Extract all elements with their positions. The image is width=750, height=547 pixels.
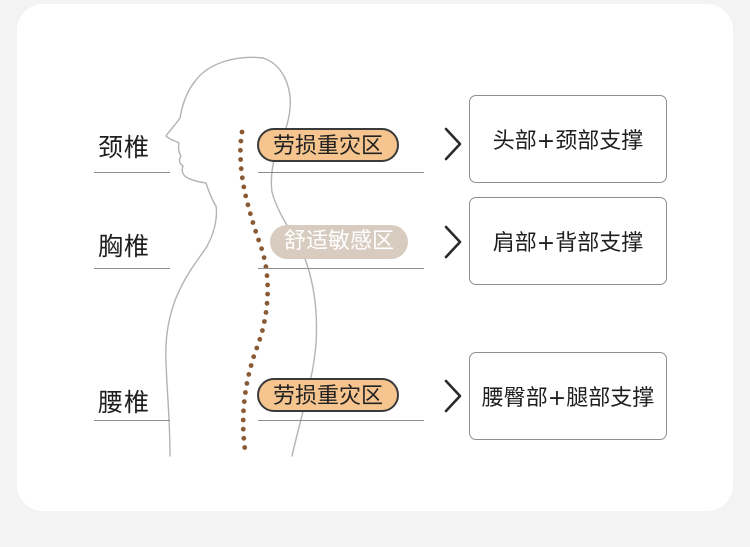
spine-dot: [241, 435, 247, 441]
spine-dot: [241, 408, 246, 414]
spine-dot: [248, 363, 254, 368]
spine-dot: [241, 184, 247, 190]
spine-dot: [253, 228, 259, 234]
chevron-right-icon: [444, 379, 462, 413]
spine-dot: [238, 138, 244, 144]
spine-dot: [244, 381, 250, 386]
support-box-waist-leg: 腰臀部+腿部支撑: [469, 352, 667, 440]
spine-dot: [238, 157, 244, 162]
spine-dot: [263, 310, 269, 315]
spine-dot: [263, 264, 269, 269]
spine-dot: [250, 220, 256, 225]
support-box-shoulder-back: 肩部+背部支撑: [469, 197, 667, 285]
spine-dot: [243, 390, 248, 395]
zone-tag-strain: 劳损重灾区: [257, 378, 400, 412]
spine-dot: [245, 202, 251, 208]
spine-dot: [251, 354, 257, 360]
spine-dot: [243, 193, 249, 199]
spine-dot: [242, 445, 248, 450]
spine-dot: [259, 246, 264, 252]
divider-left: [94, 420, 170, 421]
spine-dot: [247, 211, 253, 217]
spine-dot: [241, 399, 247, 404]
spine-dot: [240, 426, 246, 432]
spine-dot: [238, 147, 243, 153]
chevron-right-icon: [444, 127, 462, 161]
divider-left: [94, 268, 170, 269]
spine-dot: [265, 291, 270, 297]
spine-dot: [262, 319, 267, 324]
divider-left: [94, 172, 170, 173]
vertebra-label-thoracic: 胸椎: [98, 232, 151, 261]
divider-right: [258, 172, 424, 173]
spine-dot: [264, 300, 270, 306]
spine-dots: [238, 129, 270, 450]
spine-dot: [256, 237, 261, 243]
vertebra-label-cervical: 颈椎: [98, 133, 151, 162]
spine-dot: [260, 328, 265, 333]
vertebra-label-lumbar: 腰椎: [98, 388, 151, 417]
spine-dot: [254, 345, 260, 351]
spine-dot: [240, 417, 246, 423]
divider-right: [258, 420, 424, 421]
zone-tag-strain: 劳损重灾区: [257, 128, 400, 162]
chevron-right-icon: [444, 225, 462, 259]
spine-dot: [238, 166, 244, 172]
spine-dot: [257, 336, 263, 342]
spine-dot: [239, 175, 245, 181]
spine-dot: [265, 282, 270, 288]
zone-tag-sensitive: 舒适敏感区: [270, 225, 409, 259]
spine-dot: [261, 255, 267, 260]
spine-dot: [239, 129, 245, 135]
divider-right: [258, 268, 424, 269]
body-outline-front: [165, 56, 264, 457]
spine-dot: [246, 372, 252, 377]
body-outline-back: [262, 57, 318, 457]
spine-dot: [264, 273, 270, 279]
support-box-head-neck: 头部+颈部支撑: [469, 95, 667, 183]
